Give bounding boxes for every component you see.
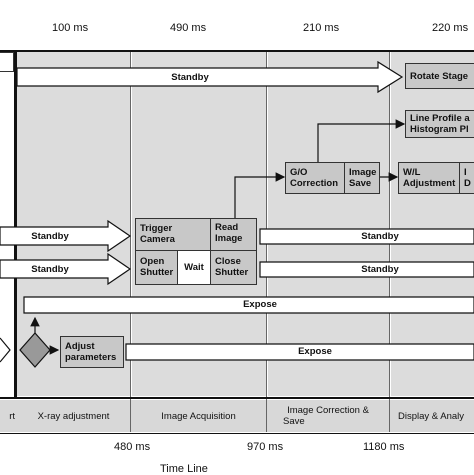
go-correction-label-1: G/O [290,167,308,178]
phase-correction-label-1: Image Correction & [287,405,369,416]
phase-start-label: rt [9,410,15,422]
expose-bottom-arrow [125,343,474,361]
wl-adjustment-box: W/L Adjustment [398,162,460,194]
decision-diamond [19,332,51,368]
phase-acquisition-label: Image Acquisition [161,410,236,422]
read-image-label-2: Image [215,233,243,244]
open-shutter-box: Open Shutter [135,250,178,285]
standby-left-label-2: Standby [31,264,69,275]
rotate-stage-box: Rotate Stage [405,63,474,89]
phase-image-acquisition: Image Acquisition [131,400,266,432]
close-shutter-label-2: Shutter [215,267,249,278]
phase-start: rt [0,400,17,432]
close-shutter-label-1: Close [215,256,241,267]
standby-right-arrow-2 [259,261,474,278]
close-shutter-box: Close Shutter [210,250,257,285]
image-save-label-1: Image [349,167,377,178]
timeline-axis [0,433,474,434]
trigger-camera-label-2: Camera [140,234,175,245]
adjust-parameters-label-1: Adjust [65,341,95,352]
timeline-label: Time Line [160,463,208,475]
expose-bottom-label: Expose [298,346,332,357]
standby-top-label: Standby [171,72,209,83]
phase-display-label: Display & Analy [398,410,465,422]
standby-left-arrow-1 [0,219,132,253]
standby-left-arrow-2 [0,252,132,286]
adjust-parameters-box: Adjust parameters [60,336,124,368]
adjust-parameters-label-2: parameters [65,352,117,363]
duration-label-xray: 100 ms [52,22,89,34]
phase-xray-adjustment: X-ray adjustment [17,400,130,432]
top-left-box [0,52,14,72]
image-save-label-2: Save [349,178,372,189]
phase-xray-label: X-ray adjustment [37,410,110,422]
open-shutter-label-2: Shutter [140,267,174,278]
duration-label-correction: 210 ms [303,22,340,34]
wait-label: Wait [184,262,204,273]
lane-display [391,52,474,396]
go-correction-box: G/O Correction [285,162,345,194]
standby-left-label-1: Standby [31,231,69,242]
open-shutter-label-1: Open [140,256,165,267]
read-image-label-1: Read [215,222,239,233]
phase-correction-label-2: Save [283,416,305,427]
duration-label-acquisition: 490 ms [170,22,207,34]
expose-top-arrow [23,296,474,314]
cut-off-box: I D [459,162,474,194]
wl-adjustment-label-1: W/L [403,167,421,178]
timeline-tick-1180: 1180 ms [363,441,405,453]
separator-1 [130,52,131,432]
go-correction-label-2: Correction [290,178,339,189]
trigger-camera-box: Trigger Camera [135,218,211,251]
timeline-tick-480: 480 ms [114,441,151,453]
wl-adjustment-label-2: Adjustment [403,178,456,189]
phase-image-correction: Image Correction & Save [267,400,389,432]
left-edge-shape [0,337,11,363]
cut-off-label-2: D [464,178,471,189]
rotate-stage-label: Rotate Stage [410,71,469,82]
line-profile-label-1: Line Profile a [410,113,470,124]
line-profile-box: Line Profile a Histogram Pl [405,110,474,138]
standby-top-arrow [16,60,404,94]
expose-top-label: Expose [243,299,277,310]
standby-right-arrow-1 [259,228,474,245]
phase-display-analysis: Display & Analy [390,400,474,432]
line-profile-label-2: Histogram Pl [410,124,469,135]
cut-off-label-1: I [464,167,467,178]
standby-right-label-1: Standby [361,231,399,242]
duration-label-display: 220 ms [432,22,469,34]
image-save-box: Image Save [344,162,380,194]
read-image-box: Read Image [210,218,257,251]
top-border [0,50,474,52]
standby-right-label-2: Standby [361,264,399,275]
start-line [14,52,17,397]
timeline-tick-970: 970 ms [247,441,284,453]
wait-box: Wait [177,250,211,285]
phase-bar-border [0,397,474,399]
trigger-camera-label-1: Trigger [140,223,173,234]
lane-correction [268,52,389,396]
